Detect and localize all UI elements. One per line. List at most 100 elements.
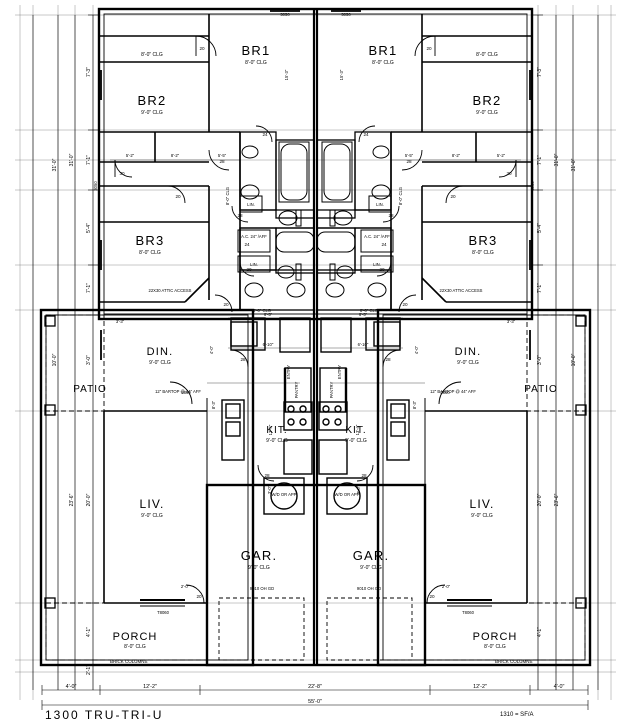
- svg-text:24: 24: [381, 242, 387, 247]
- svg-text:12'-2": 12'-2": [473, 684, 487, 690]
- svg-text:BR3: BR3: [469, 233, 498, 248]
- svg-text:20: 20: [402, 302, 408, 307]
- left-dimension-chain: [32, 14, 98, 690]
- svg-text:A.C. 24" /AFF: A.C. 24" /AFF: [364, 234, 390, 239]
- left-service-zone: [206, 317, 313, 515]
- svg-text:ENTRY: ENTRY: [286, 365, 291, 379]
- svg-text:20'-0": 20'-0": [537, 493, 543, 506]
- svg-text:28: 28: [240, 357, 246, 362]
- svg-text:PORCH: PORCH: [113, 631, 158, 643]
- svg-text:7'-1": 7'-1": [537, 283, 543, 293]
- svg-text:31'-0": 31'-0": [52, 158, 58, 171]
- svg-text:23'-6": 23'-6": [69, 493, 75, 506]
- svg-text:9'-0" CLG: 9'-0" CLG: [471, 513, 493, 519]
- svg-text:20: 20: [199, 46, 205, 51]
- svg-text:9010 OH GD: 9010 OH GD: [250, 586, 274, 591]
- svg-text:PANTRY: PANTRY: [329, 381, 334, 398]
- svg-text:7'-1": 7'-1": [86, 155, 92, 165]
- left-unit-walls: [99, 14, 241, 310]
- svg-text:20'-0": 20'-0": [86, 493, 92, 506]
- svg-text:31'-0": 31'-0": [571, 158, 577, 171]
- svg-text:PANTRY: PANTRY: [294, 381, 299, 398]
- svg-text:8'-0" CLG: 8'-0" CLG: [124, 644, 146, 650]
- svg-text:24: 24: [262, 132, 268, 137]
- svg-text:8'-0" CLG: 8'-0" CLG: [472, 250, 494, 256]
- svg-text:12" BARTOP @ 44" AFF: 12" BARTOP @ 44" AFF: [430, 389, 476, 394]
- svg-text:PATIO: PATIO: [524, 384, 558, 395]
- left-room-labels: BR2 9'-0" CLG 8'-0" CLG BR1 8'-0" CLG BR…: [73, 43, 288, 664]
- svg-text:3'-0": 3'-0": [537, 355, 543, 365]
- svg-text:2860: 2860: [181, 390, 191, 395]
- left-living-zone: [44, 314, 208, 661]
- svg-text:7'-3": 7'-3": [86, 67, 92, 77]
- svg-text:30: 30: [506, 171, 512, 176]
- svg-text:3'-0": 3'-0": [86, 355, 92, 365]
- svg-text:5'-2": 5'-2": [126, 153, 135, 158]
- svg-text:8'-0" CLG: 8'-0" CLG: [476, 52, 498, 58]
- svg-text:20: 20: [175, 194, 181, 199]
- svg-text:8'-3": 8'-3": [211, 400, 216, 409]
- svg-text:30: 30: [119, 171, 125, 176]
- svg-text:2'-0": 2'-0": [442, 584, 451, 589]
- svg-text:LIV.: LIV.: [139, 497, 164, 511]
- sheet-title-block: 1300 TRU-TRI-U 1310 = SF/A: [45, 708, 534, 720]
- svg-text:LIV.: LIV.: [469, 497, 494, 511]
- svg-text:8'-3": 8'-3": [412, 400, 417, 409]
- svg-text:9'-0" CLG: 9'-0" CLG: [345, 438, 367, 444]
- svg-text:12" BARTOP @ 44" AFF: 12" BARTOP @ 44" AFF: [155, 389, 201, 394]
- svg-text:3050: 3050: [530, 181, 535, 191]
- svg-text:5'-4": 5'-4": [537, 223, 543, 233]
- svg-text:ENTRY: ENTRY: [337, 365, 342, 379]
- svg-text:20: 20: [426, 46, 432, 51]
- svg-text:BRICK COLUMNS: BRICK COLUMNS: [110, 659, 148, 664]
- svg-text:8'-0" CLG: 8'-0" CLG: [372, 60, 394, 66]
- svg-text:KIT.: KIT.: [266, 425, 287, 436]
- garages: [206, 484, 426, 666]
- svg-text:W/D OR APP: W/D OR APP: [335, 492, 360, 497]
- svg-text:DIN.: DIN.: [147, 346, 174, 358]
- svg-text:BRICK COLUMNS: BRICK COLUMNS: [495, 659, 533, 664]
- svg-text:KIT.: KIT.: [345, 425, 366, 436]
- svg-text:BR3: BR3: [136, 233, 165, 248]
- svg-text:2'-1": 2'-1": [86, 665, 92, 675]
- svg-text:6'-5": 6'-5": [264, 312, 273, 317]
- svg-text:8'-0" CLG: 8'-0" CLG: [141, 52, 163, 58]
- svg-text:5050: 5050: [341, 12, 351, 17]
- right-dimension-labels: 7'-3" 7'-1" 5'-4" 7'-1" 31'-0" 20'-0" 3'…: [537, 67, 577, 637]
- svg-text:20: 20: [379, 267, 385, 272]
- svg-text:9'-0" CLG: 9'-0" CLG: [141, 110, 163, 116]
- svg-text:28: 28: [264, 473, 270, 478]
- svg-text:BR1: BR1: [369, 43, 398, 58]
- svg-text:31'-0": 31'-0": [554, 153, 560, 166]
- svg-text:28: 28: [219, 159, 225, 164]
- svg-text:3'-0": 3'-0": [356, 485, 361, 494]
- svg-text:5'-4": 5'-4": [86, 223, 92, 233]
- svg-text:4'-0": 4'-0": [554, 684, 565, 690]
- svg-text:12'-2": 12'-2": [143, 684, 157, 690]
- svg-text:9'-0" CLG: 9'-0" CLG: [248, 565, 270, 571]
- svg-text:BR2: BR2: [473, 93, 502, 108]
- svg-text:8'-0" CLG: 8'-0" CLG: [253, 308, 271, 313]
- right-bath-fixtures: [316, 141, 394, 298]
- svg-text:LIN.: LIN.: [250, 262, 258, 267]
- svg-text:28: 28: [385, 357, 391, 362]
- svg-text:8'-0" CLG: 8'-0" CLG: [245, 60, 267, 66]
- svg-text:5'-5": 5'-5": [405, 153, 414, 158]
- left-annotations: LIN. A.C. 24" /AFF LIN. PANTRY W/D OR AP…: [93, 12, 299, 615]
- svg-text:28: 28: [361, 473, 367, 478]
- svg-text:8'-2": 8'-2": [452, 153, 461, 158]
- svg-text:20: 20: [246, 267, 252, 272]
- svg-text:5050: 5050: [280, 12, 290, 17]
- svg-text:6'-10": 6'-10": [263, 342, 274, 347]
- svg-text:LIN.: LIN.: [247, 202, 255, 207]
- svg-text:9'-0" CLG: 9'-0" CLG: [476, 110, 498, 116]
- svg-text:8'-0" CLG: 8'-0" CLG: [360, 308, 378, 313]
- windows: [100, 10, 531, 360]
- svg-text:20: 20: [450, 194, 456, 199]
- svg-text:4'-1": 4'-1": [537, 627, 543, 637]
- svg-text:10'-0": 10'-0": [571, 353, 577, 366]
- svg-text:LIN.: LIN.: [373, 262, 381, 267]
- sheet-title: 1300 TRU-TRI-U: [45, 708, 163, 720]
- svg-text:8'-0" CLG: 8'-0" CLG: [484, 644, 506, 650]
